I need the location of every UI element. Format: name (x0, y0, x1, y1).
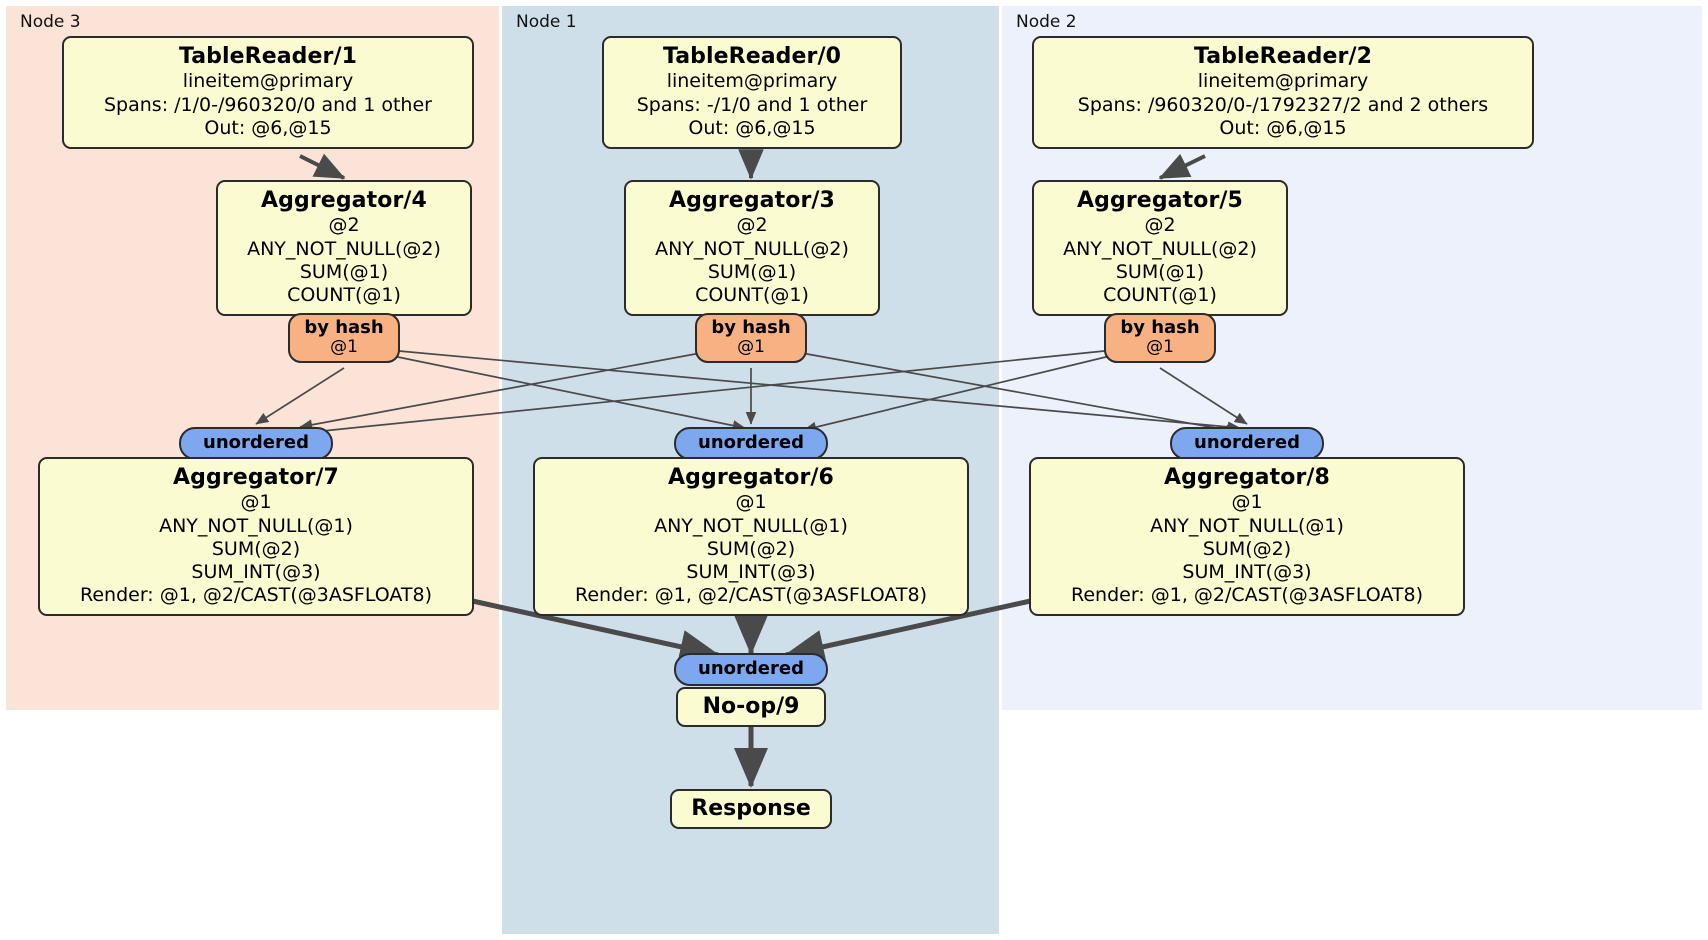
node-title: TableReader/0 (662, 44, 842, 69)
collector-label: unordered (203, 432, 309, 453)
node-table: lineitem@primary (182, 70, 354, 93)
router-type-label: by hash (1120, 317, 1200, 338)
agg-func-1: ANY_NOT_NULL(@1) (654, 514, 848, 537)
aggregator-3-box[interactable]: Aggregator/3 @2 ANY_NOT_NULL(@2) SUM(@1)… (624, 180, 880, 317)
aggregator-8-box[interactable]: Aggregator/8 @1 ANY_NOT_NULL(@1) SUM(@2)… (1029, 457, 1465, 617)
panel-label-node3: Node 3 (20, 12, 81, 32)
node-table: lineitem@primary (666, 70, 838, 93)
panel-label-node2: Node 2 (1016, 12, 1077, 32)
router-key-label: @1 (1146, 337, 1174, 358)
hash-router-badge-4[interactable]: by hash @1 (288, 313, 400, 364)
agg-func-3: COUNT(@1) (287, 283, 401, 306)
table-reader-0-box[interactable]: TableReader/0 lineitem@primary Spans: -/… (602, 36, 902, 149)
hash-router-badge-5[interactable]: by hash @1 (1104, 313, 1216, 364)
collector-label: unordered (1194, 432, 1300, 453)
agg-func-3: COUNT(@1) (695, 283, 809, 306)
node-title: Aggregator/6 (668, 465, 834, 490)
agg-func-1: ANY_NOT_NULL(@2) (655, 237, 849, 260)
aggregator-7-box[interactable]: Aggregator/7 @1 ANY_NOT_NULL(@1) SUM(@2)… (38, 457, 474, 617)
response-box[interactable]: Response (670, 789, 832, 829)
agg-func-2: SUM(@1) (707, 260, 797, 283)
router-type-label: by hash (304, 317, 384, 338)
node-title: Aggregator/3 (669, 188, 835, 213)
panel-label-node1: Node 1 (516, 12, 577, 32)
collector-label: unordered (698, 432, 804, 453)
agg-func-3: COUNT(@1) (1103, 283, 1217, 306)
aggregator-5-box[interactable]: Aggregator/5 @2 ANY_NOT_NULL(@2) SUM(@1)… (1032, 180, 1288, 317)
agg-func-1: ANY_NOT_NULL(@2) (1063, 237, 1257, 260)
group-cols: @1 (240, 491, 272, 514)
agg-func-3: SUM_INT(@3) (191, 560, 321, 583)
node-spans: Spans: /1/0-/960320/0 and 1 other (104, 93, 432, 116)
agg-func-1: ANY_NOT_NULL(@1) (159, 514, 353, 537)
agg-func-1: ANY_NOT_NULL(@2) (247, 237, 441, 260)
node-title: Aggregator/4 (261, 188, 427, 213)
agg-func-2: SUM(@1) (1115, 260, 1205, 283)
agg-func-1: ANY_NOT_NULL(@1) (1150, 514, 1344, 537)
node-out: Out: @6,@15 (204, 116, 332, 139)
unordered-badge-7[interactable]: unordered (179, 427, 333, 460)
agg-func-2: SUM(@2) (706, 537, 796, 560)
unordered-badge-final[interactable]: unordered (674, 653, 828, 686)
group-cols: @1 (735, 491, 767, 514)
agg-func-3: SUM_INT(@3) (1182, 560, 1312, 583)
router-key-label: @1 (737, 337, 765, 358)
aggregator-4-box[interactable]: Aggregator/4 @2 ANY_NOT_NULL(@2) SUM(@1)… (216, 180, 472, 317)
router-type-label: by hash (711, 317, 791, 338)
unordered-badge-6[interactable]: unordered (674, 427, 828, 460)
node-title: Aggregator/7 (173, 465, 339, 490)
node-out: Out: @6,@15 (1219, 116, 1347, 139)
node-out: Out: @6,@15 (688, 116, 816, 139)
table-reader-1-box[interactable]: TableReader/1 lineitem@primary Spans: /1… (62, 36, 474, 149)
node-title: Aggregator/8 (1164, 465, 1330, 490)
node-spans: Spans: -/1/0 and 1 other (636, 93, 868, 116)
group-cols: @2 (736, 214, 768, 237)
node-spans: Spans: /960320/0-/1792327/2 and 2 others (1077, 93, 1489, 116)
agg-func-2: SUM(@2) (1202, 537, 1292, 560)
aggregator-6-box[interactable]: Aggregator/6 @1 ANY_NOT_NULL(@1) SUM(@2)… (533, 457, 969, 617)
no-op-9-box[interactable]: No-op/9 (676, 687, 826, 727)
group-cols: @2 (1144, 214, 1176, 237)
unordered-badge-8[interactable]: unordered (1170, 427, 1324, 460)
group-cols: @2 (328, 214, 360, 237)
node-title: TableReader/2 (1193, 44, 1373, 69)
render-expr: Render: @1, @2/CAST(@3ASFLOAT8) (1071, 584, 1423, 607)
agg-func-2: SUM(@1) (299, 260, 389, 283)
render-expr: Render: @1, @2/CAST(@3ASFLOAT8) (575, 584, 927, 607)
node-title: TableReader/1 (178, 44, 358, 69)
node-table: lineitem@primary (1197, 70, 1369, 93)
table-reader-2-box[interactable]: TableReader/2 lineitem@primary Spans: /9… (1032, 36, 1534, 149)
collector-label: unordered (698, 658, 804, 679)
node-title: Aggregator/5 (1077, 188, 1243, 213)
group-cols: @1 (1231, 491, 1263, 514)
router-key-label: @1 (330, 337, 358, 358)
agg-func-3: SUM_INT(@3) (686, 560, 816, 583)
hash-router-badge-3[interactable]: by hash @1 (695, 313, 807, 364)
agg-func-2: SUM(@2) (211, 537, 301, 560)
render-expr: Render: @1, @2/CAST(@3ASFLOAT8) (80, 584, 432, 607)
